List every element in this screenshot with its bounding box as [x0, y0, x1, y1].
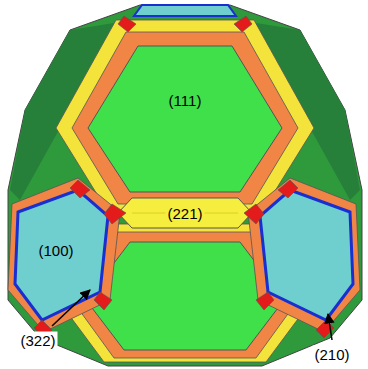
facet-label: (221) — [165, 205, 204, 222]
facet-210 — [94, 292, 112, 310]
facet-111 — [88, 46, 282, 192]
facet-210 — [104, 204, 126, 224]
side-facet — [8, 5, 362, 366]
facet-210 — [118, 16, 136, 32]
facet-100 — [260, 190, 353, 320]
facet-label: (100) — [36, 242, 75, 259]
callout-label: (210) — [312, 346, 351, 363]
callout-label: (322) — [18, 332, 57, 349]
band-221 — [56, 20, 314, 212]
leader-arrow — [52, 290, 90, 326]
facet-210 — [256, 292, 274, 310]
facet-210 — [278, 180, 298, 198]
leader-arrow — [328, 314, 332, 340]
facet-100 — [15, 190, 108, 320]
band-322 — [8, 178, 120, 332]
band-322 — [248, 178, 360, 332]
band-322 — [72, 32, 298, 204]
facet-210 — [70, 180, 90, 198]
facet-221 — [118, 198, 252, 228]
facet-100 — [134, 5, 236, 16]
facet-label: (111) — [167, 92, 204, 109]
facet-210 — [244, 204, 264, 224]
facet-210 — [234, 16, 252, 32]
